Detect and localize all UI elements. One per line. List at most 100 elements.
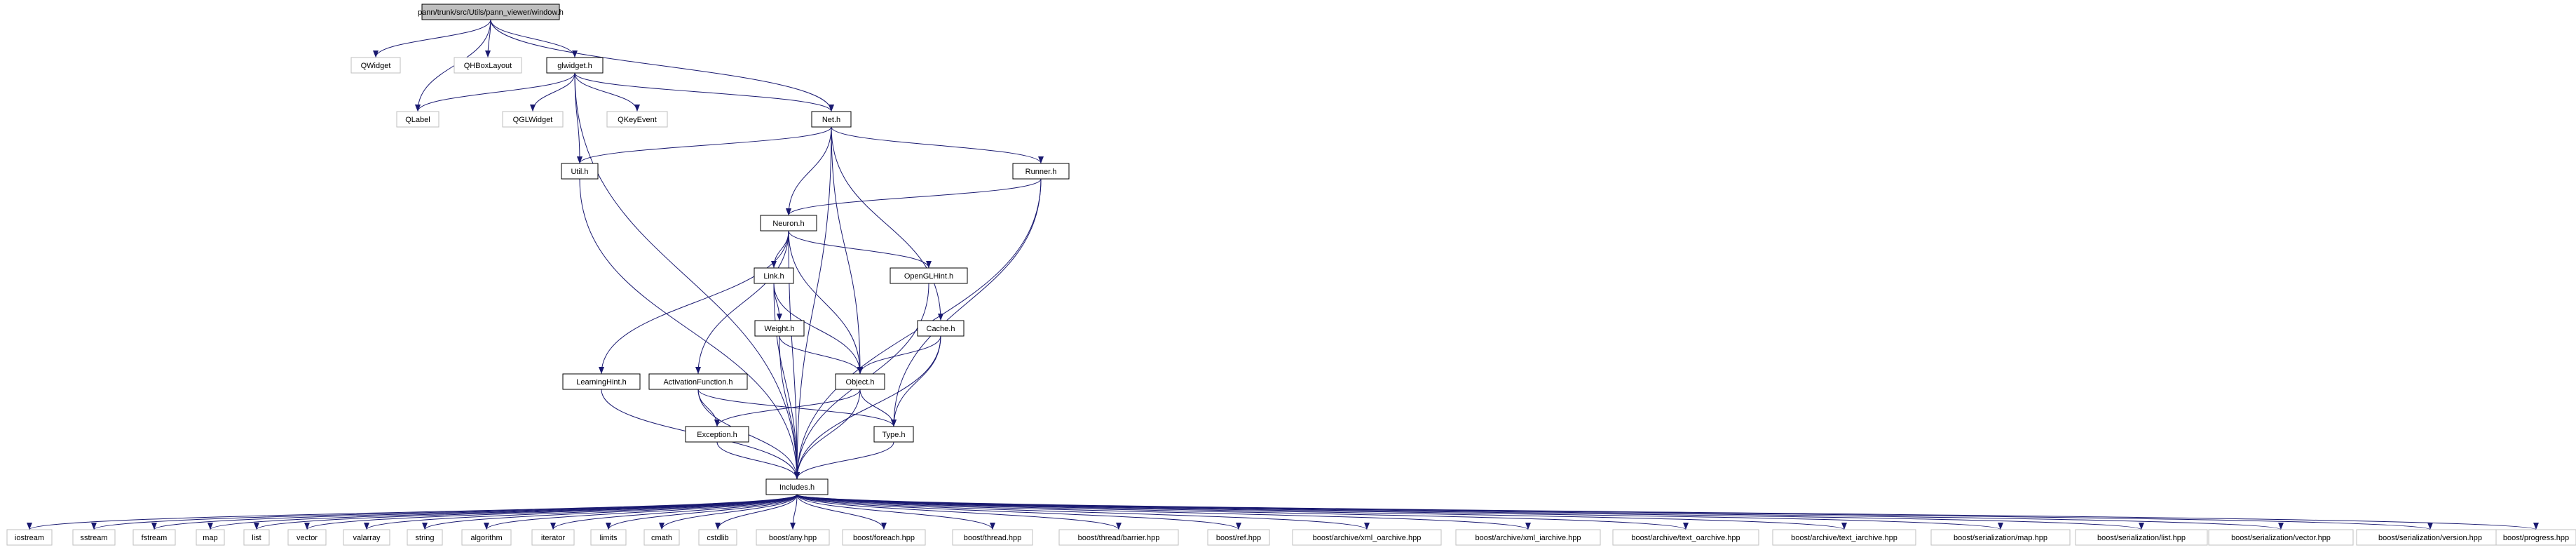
node-label: valarray [353, 534, 381, 542]
edge-includes_h-to-valarray [364, 494, 798, 530]
edge-includes_h-to-boost_ref [796, 494, 1241, 530]
node-label: fstream [142, 534, 168, 542]
node-valarray: valarray [343, 529, 390, 546]
node-label: Link.h [763, 272, 784, 281]
node-algorithm: algorithm [461, 529, 512, 546]
edge-glwidget_h-to-includes_h [574, 72, 800, 480]
edge-link_h-to-object_h [773, 283, 863, 375]
edges-layer [27, 19, 2538, 530]
node-label: boost/archive/xml_iarchive.hpp [1475, 534, 1581, 542]
edge-runner_h-to-neuron_h [786, 178, 1042, 216]
node-box [350, 57, 401, 74]
edge-includes_h-to-map [207, 494, 798, 530]
edge-window_h-to-net_h [490, 19, 834, 112]
node-activationfunction-h[interactable]: ActivationFunction.h [648, 373, 748, 390]
node-label: boost/serialization/list.hpp [2097, 534, 2186, 542]
node-weight-h[interactable]: Weight.h [754, 320, 805, 337]
node-box [952, 529, 1033, 546]
edge-includes_h-to-cstdlib [715, 494, 798, 530]
edge-cache_h-to-object_h [857, 335, 941, 375]
node-label: Includes.h [779, 483, 815, 492]
edge-includes_h-to-sstream [91, 494, 798, 530]
node-window-h[interactable]: pann/trunk/src/Utils/pann_viewer/window.… [418, 4, 564, 20]
node-object-h[interactable]: Object.h [835, 373, 885, 390]
node-fstream: fstream [132, 529, 176, 546]
node-box [648, 373, 748, 390]
node-box [2208, 529, 2354, 546]
node-boost-thread: boost/thread.hpp [952, 529, 1033, 546]
node-label: boost/foreach.hpp [853, 534, 915, 542]
node-box [643, 529, 680, 546]
edge-includes_h-to-limits [606, 494, 798, 530]
node-cache-h[interactable]: Cache.h [917, 320, 965, 337]
node-label: sstream [80, 534, 107, 542]
node-util-h[interactable]: Util.h [561, 163, 599, 180]
node-label: iostream [15, 534, 44, 542]
node-boost-ser-map: boost/serialization/map.hpp [1930, 529, 2071, 546]
node-qglwidget: QGLWidget [502, 111, 564, 128]
node-box [531, 529, 575, 546]
edge-weight_h-to-object_h [779, 335, 863, 375]
edge-neuron_h-to-learninghint_h [599, 230, 789, 375]
node-box [287, 529, 327, 546]
node-map: map [196, 529, 225, 546]
node-box [546, 57, 604, 74]
edge-net_h-to-cache_h [831, 126, 943, 321]
node-runner-h[interactable]: Runner.h [1012, 163, 1070, 180]
node-label: boost/thread.hpp [964, 534, 1022, 542]
node-box [1930, 529, 2071, 546]
node-box [590, 529, 627, 546]
node-includes-h[interactable]: Includes.h [765, 478, 829, 495]
edge-glwidget_h-to-qlabel [415, 72, 575, 112]
node-iostream: iostream [6, 529, 53, 546]
edge-includes_h-to-iterator [550, 494, 798, 530]
node-boost-text-oarchive: boost/archive/text_oarchive.hpp [1612, 529, 1759, 546]
edge-type_h-to-includes_h [794, 441, 894, 480]
edge-includes_h-to-cmath [659, 494, 798, 530]
node-label: boost/archive/text_iarchive.hpp [1791, 534, 1897, 542]
node-net-h[interactable]: Net.h [811, 111, 852, 128]
edge-net_h-to-neuron_h [786, 126, 832, 216]
node-neuron-h[interactable]: Neuron.h [760, 215, 817, 232]
node-box [461, 529, 512, 546]
edge-net_h-to-util_h [577, 126, 832, 164]
node-type-h[interactable]: Type.h [873, 426, 914, 443]
node-box [72, 529, 116, 546]
edge-activationfunction_h-to-type_h [697, 389, 897, 427]
node-box [1612, 529, 1759, 546]
node-label: Type.h [882, 431, 905, 439]
edge-object_h-to-type_h [859, 389, 897, 427]
node-qlabel: QLabel [396, 111, 439, 128]
node-glwidget-h[interactable]: glwidget.h [546, 57, 604, 74]
node-box [698, 529, 737, 546]
edge-object_h-to-includes_h [794, 389, 861, 480]
node-box [765, 478, 829, 495]
edge-glwidget_h-to-qkeyevent [574, 72, 640, 112]
node-label: cmath [651, 534, 672, 542]
node-label: QLabel [405, 116, 430, 124]
node-label: glwidget.h [557, 62, 592, 70]
node-box [2495, 529, 2576, 546]
node-box [454, 57, 522, 74]
node-boost-xml-iarchive: boost/archive/xml_iarchive.hpp [1455, 529, 1601, 546]
node-boost-text-iarchive: boost/archive/text_iarchive.hpp [1772, 529, 1916, 546]
node-box [562, 373, 641, 390]
node-label: limits [599, 534, 618, 542]
node-boost-ser-version: boost/serialization/version.hpp [2356, 529, 2505, 546]
node-label: Util.h [571, 168, 588, 176]
edge-window_h-to-glwidget_h [490, 19, 578, 58]
node-label: boost/archive/text_oarchive.hpp [1631, 534, 1740, 542]
edge-weight_h-to-includes_h [779, 335, 800, 480]
edge-includes_h-to-boost_text_oarchive [796, 494, 1689, 530]
node-openglhint-h[interactable]: OpenGLHint.h [890, 267, 968, 284]
node-box [243, 529, 270, 546]
node-learninghint-h[interactable]: LearningHint.h [562, 373, 641, 390]
node-link-h[interactable]: Link.h [754, 267, 794, 284]
node-exception-h[interactable]: Exception.h [685, 426, 749, 443]
node-label: boost/progress.hpp [2503, 534, 2569, 542]
node-label: OpenGLHint.h [904, 272, 953, 281]
node-label: string [416, 534, 435, 542]
node-box [760, 215, 817, 232]
edge-includes_h-to-boost_text_iarchive [796, 494, 1847, 530]
node-cmath: cmath [643, 529, 680, 546]
